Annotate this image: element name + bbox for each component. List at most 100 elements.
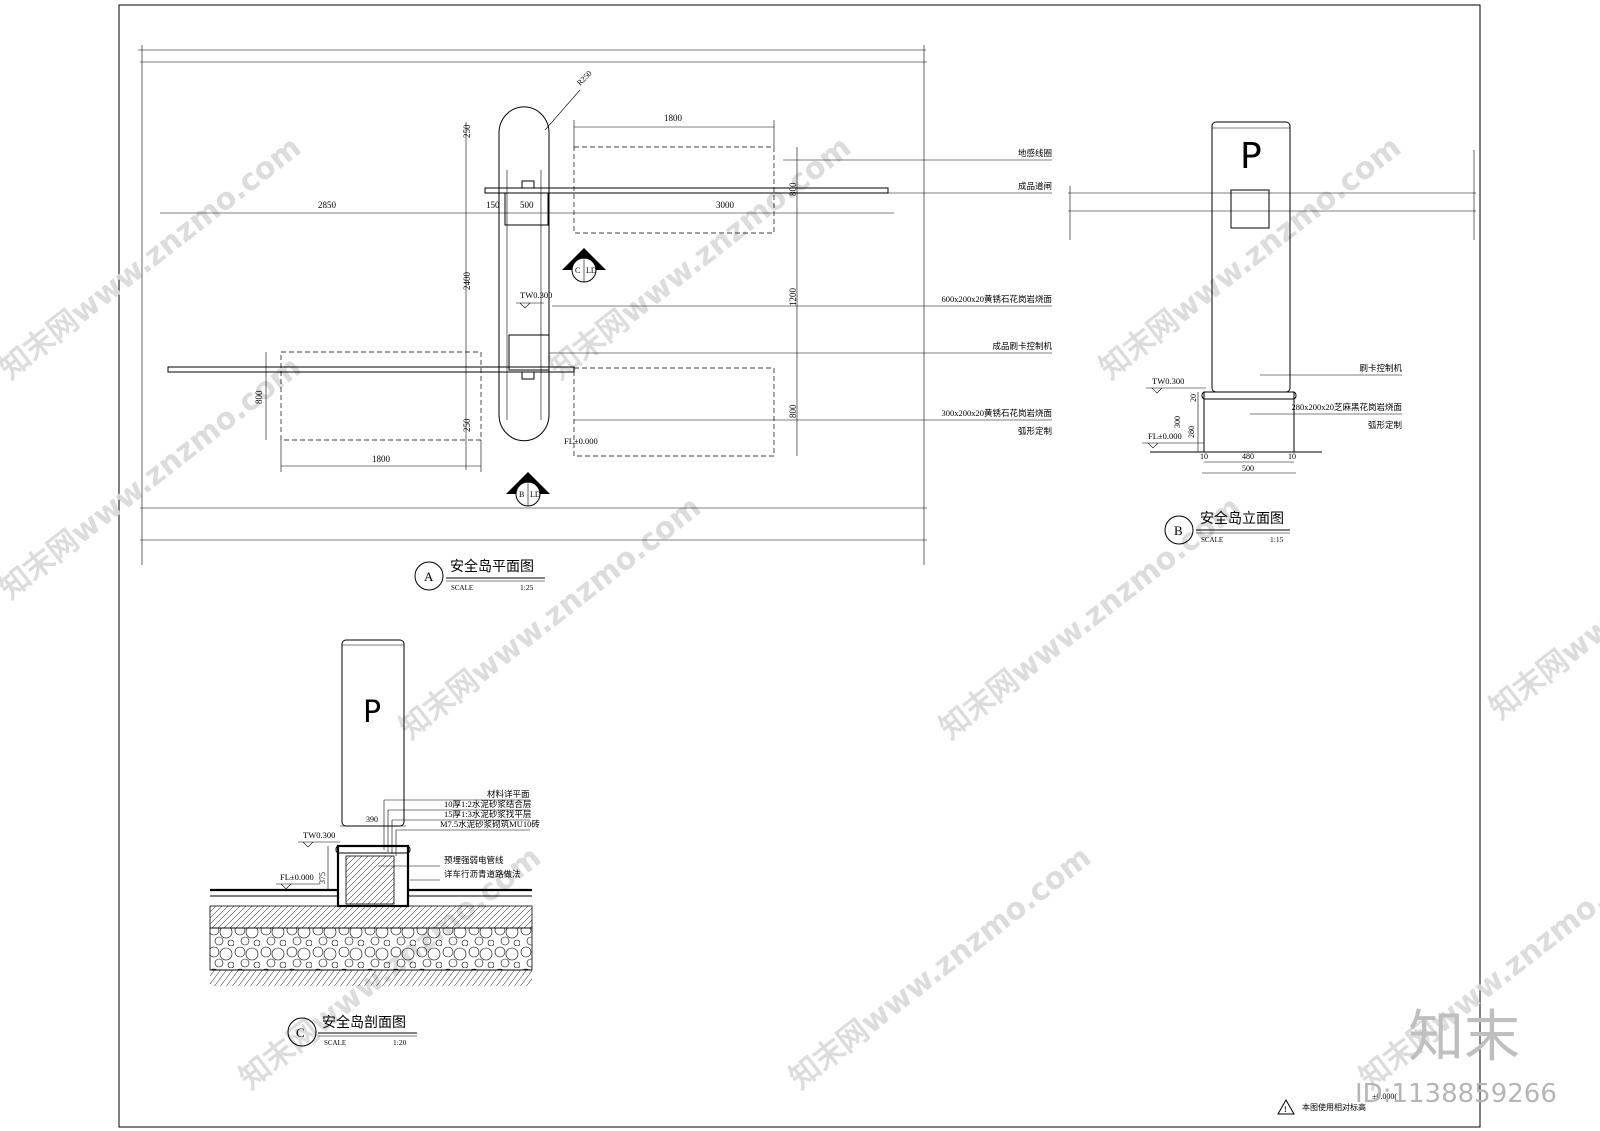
id-watermark: ID:1138859266 <box>1355 1079 1557 1109</box>
barrier-arm-top <box>484 187 889 194</box>
svg-text:B: B <box>519 490 524 499</box>
island-base <box>1203 391 1295 453</box>
brand-watermark: 知末 <box>1408 1005 1520 1070</box>
watermark-text: 知末网www.znzmo.com <box>0 350 308 607</box>
level-fl: FL±0.000 <box>280 872 314 882</box>
note-arc-custom: 弧形定制 <box>1018 426 1052 436</box>
island-outline <box>498 106 550 442</box>
svg-text:SCALE: SCALE <box>451 584 473 592</box>
svg-text:1:20: 1:20 <box>393 1038 407 1047</box>
section-title-block: C 安全岛剖面图 SCALE 1:20 <box>287 1014 417 1047</box>
dim-150: 150 <box>486 200 500 210</box>
svg-text:SCALE: SCALE <box>324 1039 346 1047</box>
section-view: P 390 375 TW0.300 FL±0.000 <box>209 639 540 1047</box>
gate-post-bottom <box>521 371 535 380</box>
svg-text:安全岛剖面图: 安全岛剖面图 <box>322 1014 406 1031</box>
dim-280: 280 <box>1187 426 1196 438</box>
card-reader-panel <box>1230 189 1270 229</box>
svg-text:LD: LD <box>586 266 597 275</box>
dim-250-top: 250 <box>462 124 472 138</box>
island-coping <box>335 845 411 854</box>
base-layer <box>209 905 533 929</box>
svg-text:SCALE: SCALE <box>1201 536 1223 544</box>
level-symbol <box>298 841 340 848</box>
svg-text:安全岛平面图: 安全岛平面图 <box>450 558 534 575</box>
plan-view: 1800 2850 150 500 3000 250 2400 250 800 … <box>138 45 1052 592</box>
svg-text:B: B <box>1174 523 1183 538</box>
footer-note-suffix: ±0.000( ) <box>1372 1092 1402 1101</box>
level-symbol <box>516 302 544 309</box>
note-card-machine: 成品刷卡控制机 <box>992 341 1052 351</box>
gravel-layer <box>209 927 533 971</box>
note-conduit: 预埋强弱电管线 <box>444 855 504 865</box>
dim-2400: 2400 <box>462 272 472 291</box>
leader-line <box>544 89 581 131</box>
dim-800-right: 800 <box>788 182 798 196</box>
ground-loop-bottom-right <box>573 367 775 457</box>
footer-note: ! 本图使用相对标高 ±0.000( ) <box>1277 1092 1402 1115</box>
svg-text:1:25: 1:25 <box>520 583 534 592</box>
dim-480: 480 <box>1242 452 1254 461</box>
svg-text:安全岛立面图: 安全岛立面图 <box>1200 510 1284 527</box>
svg-text:LD: LD <box>530 490 541 499</box>
brick-core <box>345 855 395 905</box>
ground-loop-bottom-left <box>280 351 482 441</box>
section-marker-b: B LD <box>506 472 550 507</box>
svg-text:C: C <box>575 266 580 275</box>
card-reader-box <box>508 334 550 371</box>
dim-390: 390 <box>366 815 378 824</box>
svg-text:!: ! <box>1284 1105 1287 1114</box>
level-tw: TW0.300 <box>303 830 335 840</box>
watermark-text: 知末网www.znzmo.com <box>1483 470 1600 727</box>
watermark-text: 知末网www.znzmo.com <box>933 490 1248 747</box>
dim-1200: 1200 <box>788 288 798 307</box>
island-coping <box>1201 391 1297 400</box>
level-symbol <box>1142 442 1204 449</box>
dim-1800-top: 1800 <box>664 113 683 123</box>
footer-note-prefix: 本图使用相对标高 <box>1302 1102 1366 1112</box>
note-barrier: 成品道闸 <box>1018 181 1052 191</box>
ground-loop-top <box>573 146 775 234</box>
level-tw: TW0.300 <box>520 290 552 300</box>
level-symbol <box>1146 387 1206 394</box>
dim-1800-bottom: 1800 <box>372 454 391 464</box>
dim-3000: 3000 <box>716 200 735 210</box>
warning-icon <box>1277 1098 1295 1115</box>
level-fl: FL±0.000 <box>564 436 598 446</box>
note-material: 材料详平面 <box>487 789 530 799</box>
dim-10b: 10 <box>1288 452 1296 461</box>
svg-text:A: A <box>424 569 434 584</box>
dim-500: 500 <box>520 200 534 210</box>
note-brick: M7.5水泥砂浆砌筑MU10砖 <box>440 819 540 829</box>
note-card-machine: 刷卡控制机 <box>1359 363 1402 373</box>
gate-post-top <box>521 180 535 189</box>
note-mortar-10: 10厚1:2水泥砂浆结合层 <box>444 799 531 809</box>
note-granite-280: 280x200x20芝麻黑花岗岩烧面 <box>1291 402 1402 412</box>
svg-text:C: C <box>296 1025 305 1040</box>
gate-box-top <box>504 192 549 226</box>
card-machine-body <box>341 639 405 827</box>
note-asphalt: 详车行沥青道路做法 <box>444 869 521 879</box>
dim-800-right2: 800 <box>788 404 798 418</box>
dim-r250: R250 <box>575 69 594 88</box>
dim-800-left: 800 <box>254 390 264 404</box>
dim-300: 300 <box>1173 416 1182 428</box>
soil-layer <box>210 970 532 986</box>
elevation-view: P 20 300 280 10 480 10 500 TW0.300 FL±0.… <box>1068 121 1476 545</box>
elevation-title-block: B 安全岛立面图 SCALE 1:15 <box>1164 510 1290 545</box>
level-symbol <box>276 883 320 890</box>
dim-500: 500 <box>1242 464 1254 473</box>
note-granite-600: 600x200x20黄锈石花岗岩烧面 <box>941 294 1052 304</box>
note-mortar-15: 15厚1:3水泥砂浆找平层 <box>444 809 531 819</box>
dim-20: 20 <box>1189 394 1198 402</box>
plan-title-block: A 安全岛平面图 SCALE 1:25 <box>414 558 545 592</box>
dim-250-bottom: 250 <box>462 418 472 432</box>
note-ground-loop: 地感线圈 <box>1018 148 1052 158</box>
watermark-text: 知末网www.znzmo.com <box>0 130 308 387</box>
dim-2850: 2850 <box>318 200 337 210</box>
level-fl: FL±0.000 <box>1148 431 1182 441</box>
sign-p-elevation: P <box>1240 136 1262 177</box>
dim-375: 375 <box>318 872 327 884</box>
dim-10a: 10 <box>1200 452 1208 461</box>
